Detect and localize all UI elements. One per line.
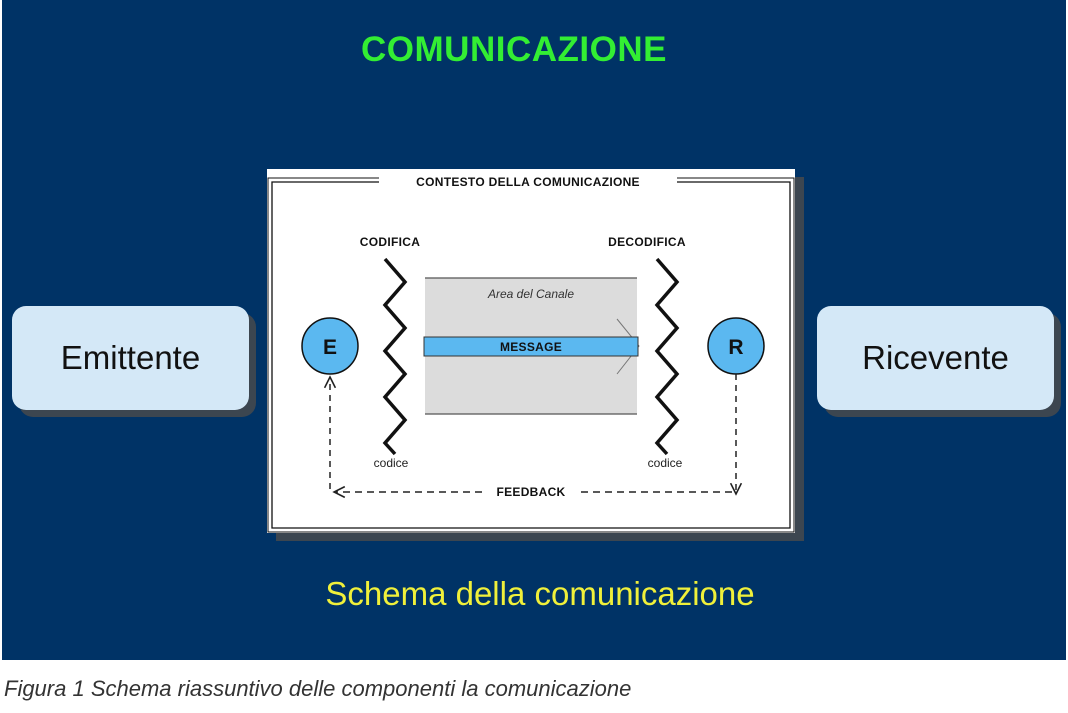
context-label: CONTESTO DELLA COMUNICAZIONE: [416, 175, 640, 189]
emitter-label: Emittente: [60, 339, 201, 376]
emitter-box: Emittente: [12, 306, 249, 410]
feedback-label: FEEDBACK: [496, 485, 565, 499]
slide-subtitle: Schema della comunicazione: [325, 575, 755, 612]
figure-caption: Figura 1 Schema riassuntivo delle compon…: [4, 676, 632, 701]
diagram-svg: CONTESTO DELLA COMUNICAZIONE CODIFICA DE…: [267, 175, 795, 533]
code-label-right: codice: [648, 456, 683, 470]
message-bar: [423, 336, 639, 357]
channel-label: Area del Canale: [487, 287, 574, 301]
code-label-left: codice: [374, 456, 409, 470]
encoding-zigzag: [382, 257, 408, 456]
decoding-zigzag: [654, 257, 680, 456]
slide-title: COMUNICAZIONE: [361, 30, 667, 69]
receiver-box: Ricevente: [817, 306, 1054, 410]
message-arrowhead: [616, 318, 640, 375]
message-label: MESSAGE: [500, 340, 562, 354]
receiver-node-label: R: [728, 336, 743, 359]
communication-diagram: CONTESTO DELLA COMUNICAZIONE CODIFICA DE…: [267, 169, 795, 533]
receiver-label: Ricevente: [862, 339, 1009, 376]
context-frame: [267, 177, 795, 533]
decoding-label: DECODIFICA: [608, 235, 686, 249]
sender-node-label: E: [323, 336, 337, 359]
slide: COMUNICAZIONE Emittente Ricevente CONTES…: [2, 0, 1066, 660]
encoding-label: CODIFICA: [360, 235, 420, 249]
sender-node: [301, 317, 359, 375]
